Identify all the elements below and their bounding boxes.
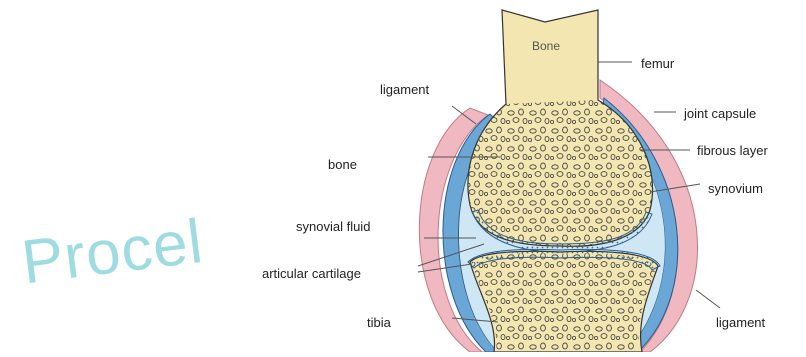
label-femur: femur bbox=[641, 57, 674, 70]
bone-text: Bone bbox=[532, 39, 560, 53]
label-fibrous-layer: fibrous layer bbox=[697, 144, 768, 157]
label-synovium: synovium bbox=[708, 182, 763, 195]
label-articular-cartilage: articular cartilage bbox=[262, 267, 361, 280]
leader-ligament-bottom bbox=[696, 290, 720, 308]
label-ligament-bottom: ligament bbox=[716, 316, 765, 329]
label-joint-capsule: joint capsule bbox=[684, 107, 756, 120]
label-synovial-fluid: synovial fluid bbox=[296, 220, 370, 233]
label-bone: bone bbox=[328, 158, 357, 171]
label-ligament-top: ligament bbox=[380, 83, 429, 96]
label-tibia: tibia bbox=[367, 316, 391, 329]
